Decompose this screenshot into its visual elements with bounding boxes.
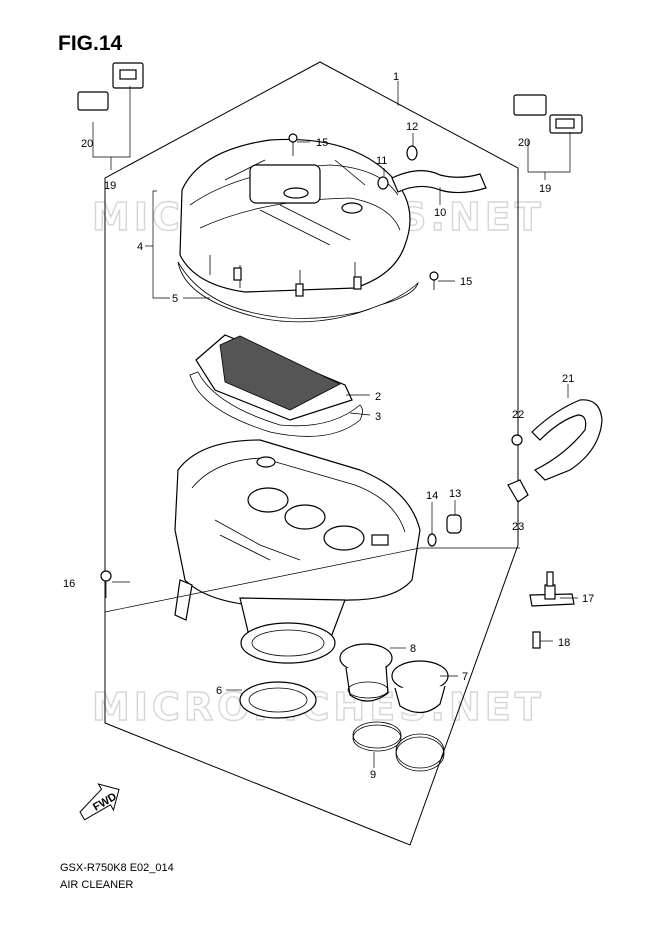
callout-12: 12 xyxy=(406,121,418,133)
callout-1: 1 xyxy=(393,71,399,83)
callout-11: 11 xyxy=(376,155,387,167)
intake-pipe-6 xyxy=(239,681,317,719)
callout-9: 9 xyxy=(370,769,376,781)
breather-hose-10 xyxy=(377,145,487,194)
callout-10: 10 xyxy=(434,207,446,219)
connector-right xyxy=(513,94,583,134)
callout-22: 22 xyxy=(512,409,524,421)
watermark-text-bottom: MICROFICHES.NET xyxy=(92,685,545,729)
callout-18: 18 xyxy=(558,637,570,649)
callout-19-left: 19 xyxy=(104,180,116,192)
callout-19-right: 19 xyxy=(539,183,551,195)
clamp-9a xyxy=(352,721,402,749)
gasket-5 xyxy=(177,261,419,323)
callout-20-left: 20 xyxy=(81,138,93,150)
callout-5: 5 xyxy=(172,293,178,305)
callout-15-side: 15 xyxy=(460,276,472,288)
callout-16: 16 xyxy=(63,578,75,590)
air-cleaner-lower-case xyxy=(174,439,421,641)
sensor-17 xyxy=(529,571,575,649)
model-code: GSX-R750K8 E02_014 xyxy=(60,862,174,874)
callout-13: 13 xyxy=(449,488,461,500)
callout-6: 6 xyxy=(216,685,222,697)
hose-21 xyxy=(507,399,603,503)
callout-15-top: 15 xyxy=(316,137,328,149)
callout-17: 17 xyxy=(582,593,594,605)
callout-3: 3 xyxy=(375,411,381,423)
screws xyxy=(100,133,439,598)
fwd-label: FWD xyxy=(91,791,119,814)
callout-20-right: 20 xyxy=(518,137,530,149)
section-name: AIR CLEANER xyxy=(60,879,134,891)
assembly-boundary xyxy=(104,61,519,846)
callout-2: 2 xyxy=(375,391,381,403)
callout-4: 4 xyxy=(137,241,143,253)
leader-lines xyxy=(92,81,578,768)
clamp-9b xyxy=(395,733,445,769)
fwd-direction-arrow: FWD xyxy=(79,783,120,821)
callout-7: 7 xyxy=(462,671,468,683)
cap-13-clip-14 xyxy=(427,514,462,547)
air-cleaner-upper-cover xyxy=(179,138,411,297)
callout-8: 8 xyxy=(410,643,416,655)
callout-14: 14 xyxy=(426,490,438,502)
callout-23: 23 xyxy=(512,521,524,533)
intake-funnels xyxy=(239,622,449,772)
bolt-18 xyxy=(532,631,541,649)
callout-21: 21 xyxy=(562,373,574,385)
figure-title: FIG.14 xyxy=(58,32,123,55)
filter-mesh xyxy=(219,335,341,411)
filter-element xyxy=(189,334,363,437)
connector-left xyxy=(77,62,144,111)
